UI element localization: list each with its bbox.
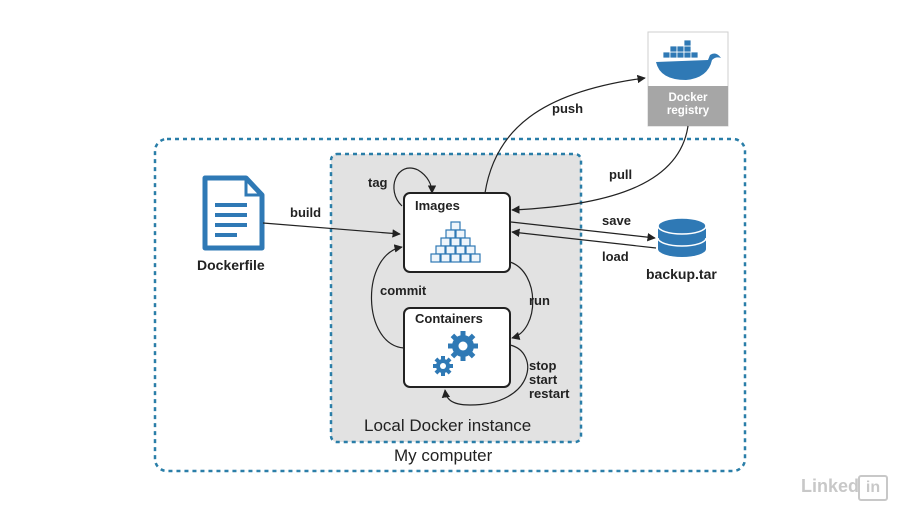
save-arrow	[510, 221, 656, 242]
tag-arrow	[393, 167, 437, 207]
commit-label: commit	[380, 283, 427, 298]
push-label: push	[552, 101, 584, 116]
load-arrow	[511, 228, 657, 249]
commit-arrow	[370, 244, 405, 349]
registry-label-line1: Docker	[668, 92, 708, 104]
containers-title: Containers	[415, 311, 483, 326]
pull-arrow	[511, 125, 689, 214]
save-label: save	[602, 213, 631, 228]
dockerfile-label: Dockerfile	[197, 257, 265, 273]
database-icon	[657, 217, 707, 257]
my-computer-region	[153, 137, 747, 473]
document-icon	[202, 175, 265, 251]
stop-label: stop	[529, 358, 557, 373]
registry-label-line2: registry	[666, 105, 710, 117]
push-arrow	[484, 74, 646, 194]
watermark-brand: Linked	[800, 476, 859, 496]
run-label: run	[529, 293, 550, 308]
stop-start-restart-arrow	[441, 344, 529, 406]
linkedin-logo-icon: in	[858, 475, 888, 501]
local-docker-label: Local Docker instance	[364, 416, 532, 435]
run-arrow	[509, 261, 534, 340]
cubes-icon	[430, 221, 481, 263]
start-label: start	[529, 372, 558, 387]
pull-label: pull	[609, 167, 633, 182]
docker-registry-card	[647, 31, 729, 127]
tag-label: tag	[368, 175, 388, 190]
images-title: Images	[415, 198, 460, 213]
my-computer-label: My computer	[394, 446, 493, 465]
local-docker-region	[329, 152, 583, 444]
load-label: load	[602, 249, 629, 264]
build-label: build	[290, 205, 322, 220]
build-arrow	[262, 222, 401, 238]
backup-label: backup.tar	[646, 266, 717, 282]
restart-label: restart	[529, 386, 570, 401]
whale-icon	[656, 39, 721, 80]
